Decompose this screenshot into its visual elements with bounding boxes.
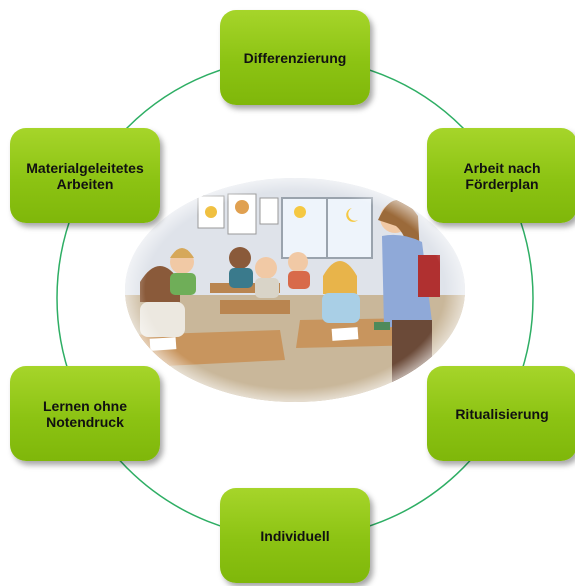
node-label: Lernen ohne Notendruck (42, 397, 127, 430)
node-label: Ritualisierung (455, 405, 549, 422)
node-ritualisierung: Ritualisierung (427, 366, 575, 461)
node-label: Individuell (260, 527, 330, 544)
node-label: Differenzierung (243, 49, 347, 66)
node-label: Materialgeleitetes Arbeiten (26, 159, 144, 192)
node-individuell: Individuell (220, 488, 370, 583)
node-differenzierung: Differenzierung (220, 10, 370, 105)
node-label: Arbeit nach Förderplan (463, 159, 541, 192)
node-lernen-ohne-notendruck: Lernen ohne Notendruck (10, 366, 160, 461)
classroom-illustration (125, 178, 465, 402)
node-arbeit-nach-foerderplan: Arbeit nach Förderplan (427, 128, 575, 223)
node-materialgeleitetes-arbeiten: Materialgeleitetes Arbeiten (10, 128, 160, 223)
